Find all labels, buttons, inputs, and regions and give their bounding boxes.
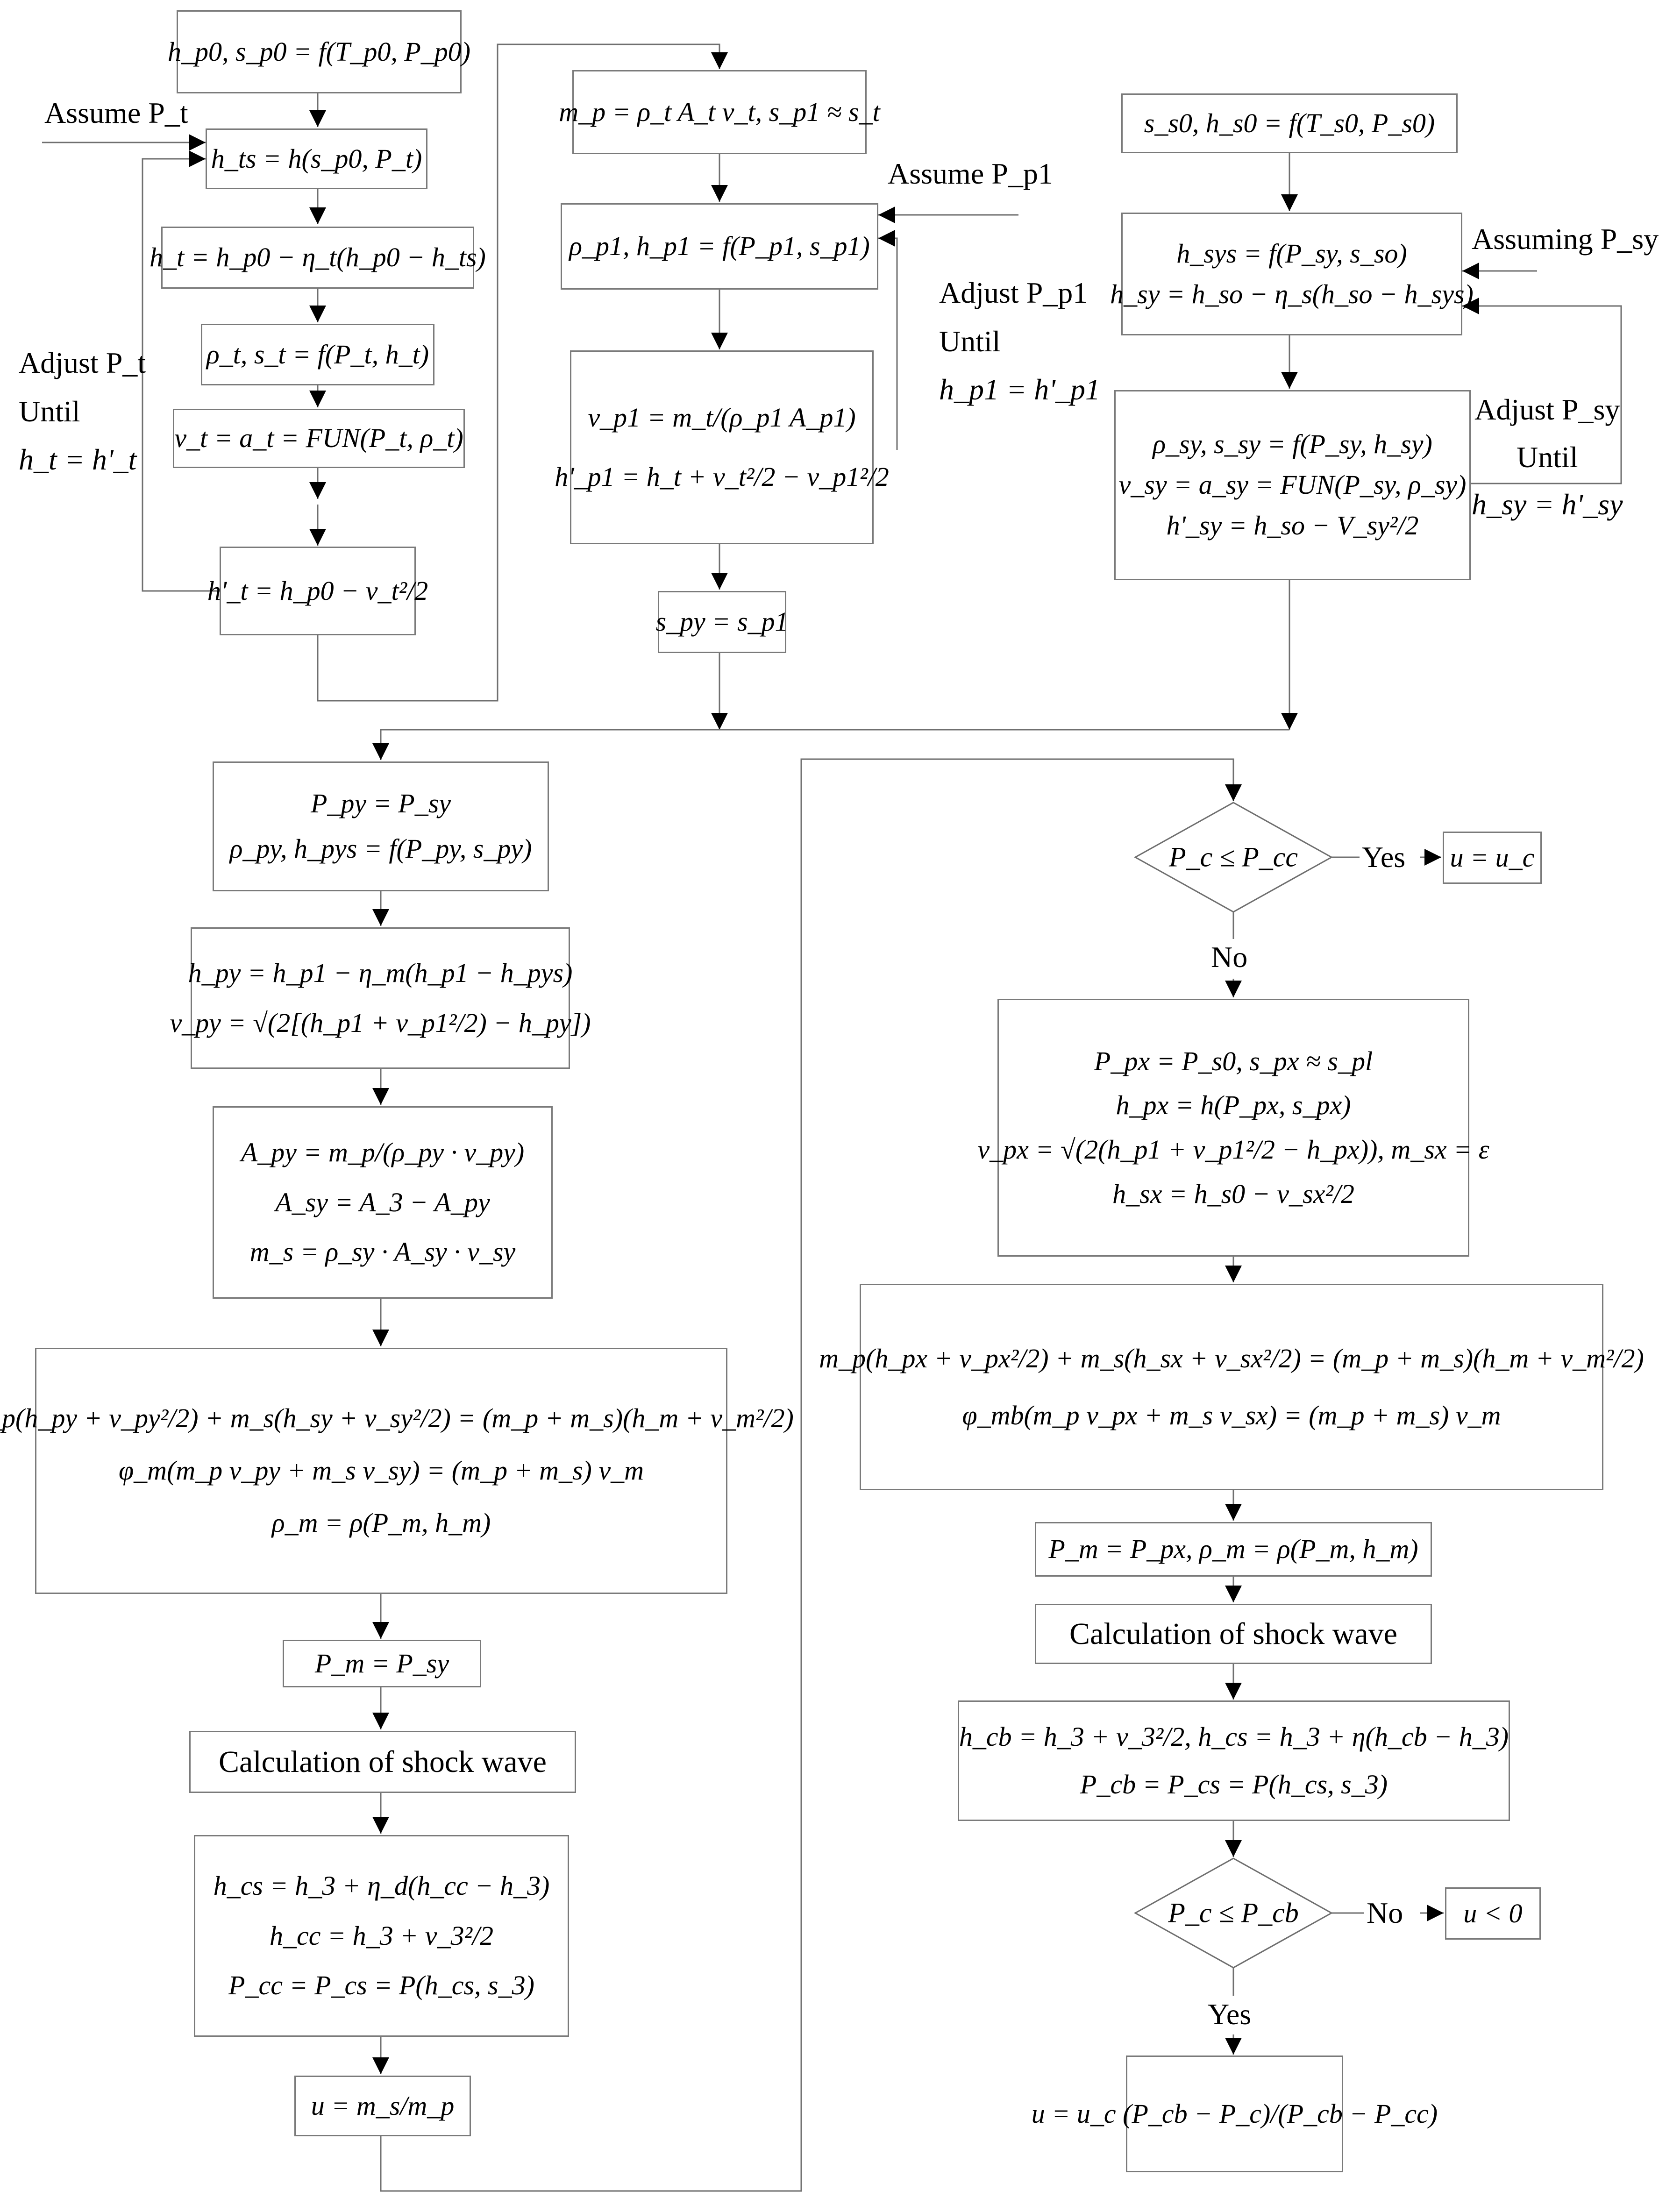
formula-line: s_py = s_p1 [655,606,789,637]
formula-line: h_py = h_p1 − η_m(h_p1 − h_pys) [188,957,573,988]
formula-line: v_sy = a_sy = FUN(P_sy, ρ_sy) [1118,469,1467,500]
label-line: h_t = h'_t [19,443,137,477]
formula-line: ρ_sy, s_sy = f(P_sy, h_sy) [1153,429,1432,460]
adjust-pt-label: Adjust P_t Until h_t = h'_t [19,346,146,477]
formula-line: v_t = a_t = FUN(P_t, ρ_t) [174,423,463,454]
formula-line: ρ_t, s_t = f(P_t, h_t) [206,339,429,370]
formula-line: s_s0, h_s0 = f(T_s0, P_s0) [1144,107,1435,138]
formula-line: Calculation of shock wave [1069,1616,1397,1651]
formula-line: P_m = P_sy [314,1648,449,1679]
formula-line: v_px = √(2(h_p1 + v_p1²/2 − h_px)), m_sx… [977,1134,1489,1165]
off-design-primary-box: P_px = P_s0, s_px ≈ s_pl h_px = h(P_px, … [977,999,1489,1257]
formula-line: P_px = P_s0, s_px ≈ s_pl [1094,1046,1373,1076]
label-line: Until [19,394,80,428]
critical-back-pressure-box: h_cs = h_3 + η_d(h_cc − h_3) h_cc = h_3 … [194,1835,569,2037]
formula-line: m_p = ρ_t A_t v_t, s_p1 ≈ s_t [559,96,880,127]
formula-line: h'_t = h_p0 − v_t²/2 [207,575,428,606]
formula-line: ρ_py, h_pys = f(P_py, s_py) [229,833,532,864]
adjust-pp1-label: Adjust P_p1 Until h_p1 = h'_p1 [939,276,1100,407]
throat-velocity-box: v_t = a_t = FUN(P_t, ρ_t) [173,409,465,468]
back-pressure-box: h_cb = h_3 + v_3²/2, h_cs = h_3 + η(h_cb… [958,1700,1510,1821]
primary-inlet-state-box: h_p0, s_p0 = f(T_p0, P_p0) [168,10,470,93]
label-line: h_sy = h'_sy [1472,488,1623,521]
design-entrainment-box: u = u_c [1443,832,1542,884]
no-label-1: No [1211,940,1248,974]
formula-line: Calculation of shock wave [219,1744,547,1779]
secondary-inlet-state-box: s_s0, h_s0 = f(T_s0, P_s0) [1121,93,1458,153]
formula-line: h_p0, s_p0 = f(T_p0, P_p0) [167,36,471,67]
formula-line: ρ_m = ρ(P_m, h_m) [271,1507,491,1538]
formula-line: u = m_s/m_p [311,2090,455,2121]
formula-line: h_sx = h_s0 − v_sx²/2 [1112,1178,1354,1209]
off-design-mixing-box: m_p(h_px + v_px²/2) + m_s(h_sx + v_sx²/2… [819,1284,1644,1490]
yes-label-2: Yes [1208,1998,1252,2031]
formula-line: u < 0 [1463,1898,1523,1928]
formula-line: h_sy = h_so − η_s(h_so − h_sys) [1110,278,1474,309]
formula-line: u = u_c [1450,842,1535,873]
label-line: Adjust P_p1 [939,276,1088,309]
formula-line: h'_p1 = h_t + v_t²/2 − v_p1²/2 [555,461,889,492]
throat-enthalpy-box: h_t = h_p0 − η_t(h_p0 − h_ts) [150,227,486,289]
mixed-pressure-box: P_m = P_sy [283,1640,481,1687]
formula-line: φ_mb(m_p v_px + m_s v_sx) = (m_p + m_s) … [962,1400,1501,1430]
adjust-psy-label: Adjust P_sy Until h_sy = h'_sy [1472,392,1623,522]
assuming-psy-label: Assuming P_sy [1472,222,1659,256]
label-line: Until [939,324,1001,358]
formula-line: h_cb = h_3 + v_3²/2, h_cs = h_3 + η(h_cb… [959,1721,1509,1752]
no-label-2: No [1367,1896,1403,1929]
formula-line: φ_m(m_p v_py + m_s v_sy) = (m_p + m_s) v… [118,1455,644,1486]
label-line: Until [1516,440,1578,474]
secondary-velocity-box: ρ_sy, s_sy = f(P_sy, h_sy) v_sy = a_sy =… [1114,390,1471,580]
decision-pc-le-pcb: P_c ≤ P_cb [1168,1897,1299,1928]
formula-line: h_t = h_p0 − η_t(h_p0 − h_ts) [150,242,486,273]
negative-entrainment-box: u < 0 [1445,1887,1541,1940]
formula-line: A_sy = A_3 − A_py [275,1187,490,1217]
shock-wave-box-right: Calculation of shock wave [1035,1604,1432,1664]
throat-density-entropy-box: ρ_t, s_t = f(P_t, h_t) [201,324,434,385]
formula-line: P_cc = P_cs = P(h_cs, s_3) [228,1970,534,2001]
throat-enthalpy-check-box: h'_t = h_p0 − v_t²/2 [207,547,428,635]
assume-pp1-label: Assume P_p1 [888,157,1053,190]
formula-line: P_py = P_sy [310,788,451,819]
formula-line: h_cc = h_3 + v_3²/2 [269,1920,493,1951]
nozzle-exit-state-box: ρ_p1, h_p1 = f(P_p1, s_p1) [561,203,878,290]
secondary-enthalpy-box: h_sys = f(P_sy, s_so) h_sy = h_so − η_s(… [1110,213,1474,335]
formula-line: u = u_c (P_cb − P_c)/(P_cb − P_cc) [1031,2098,1438,2129]
formula-line: ρ_p1, h_p1 = f(P_p1, s_p1) [569,231,870,262]
formula-line: m_s = ρ_sy · A_sy · v_sy [249,1237,516,1267]
assume-pt-label: Assume P_t [44,96,188,129]
formula-line: P_cb = P_cs = P(h_cs, s_3) [1080,1769,1388,1799]
formula-line: A_py = m_p/(ρ_py · v_py) [241,1137,525,1167]
decision-pc-le-pcc: P_c ≤ P_cc [1168,841,1298,873]
formula-line: m_p(h_py + v_py²/2) + m_s(h_sy + v_sy²/2… [0,1403,794,1434]
formula-line: h_sys = f(P_sy, s_so) [1176,238,1407,269]
formula-line: v_p1 = m_t/(ρ_p1 A_p1) [588,402,856,433]
shock-wave-box-left: Calculation of shock wave [189,1731,576,1793]
formula-line: h'_sy = h_so − V_sy²/2 [1166,510,1419,541]
formula-line: v_py = √(2[(h_p1 + v_p1²/2) − h_py]) [170,1007,591,1038]
label-line: Adjust P_t [19,346,146,379]
formula-line: h_px = h(P_px, s_px) [1116,1090,1351,1121]
formula-line: h_cs = h_3 + η_d(h_cc − h_3) [213,1870,550,1901]
mixing-pressure-box: P_py = P_sy ρ_py, h_pys = f(P_py, s_py) [213,761,549,891]
primary-mass-flow-box: m_p = ρ_t A_t v_t, s_p1 ≈ s_t [559,70,880,154]
mixing-energy-momentum-box: m_p(h_py + v_py²/2) + m_s(h_sy + v_sy²/2… [0,1348,794,1594]
primary-entropy-box: s_py = s_p1 [655,591,789,653]
primary-mixing-velocity-box: h_py = h_p1 − η_m(h_p1 − h_pys) v_py = √… [170,927,591,1069]
label-line: h_p1 = h'_p1 [939,373,1100,406]
entrainment-ratio-box: u = m_s/m_p [294,2076,471,2136]
yes-label-1: Yes [1362,840,1406,874]
formula-line: h_ts = h(s_p0, P_t) [211,143,422,174]
formula-line: P_m = P_px, ρ_m = ρ(P_m, h_m) [1048,1534,1418,1565]
off-design-mixed-pressure-box: P_m = P_px, ρ_m = ρ(P_m, h_m) [1035,1522,1432,1577]
label-line: Adjust P_sy [1474,393,1620,426]
formula-line: m_p(h_px + v_px²/2) + m_s(h_sx + v_sx²/2… [819,1343,1644,1373]
isentropic-enthalpy-box: h_ts = h(s_p0, P_t) [206,128,427,189]
interpolated-entrainment-box: u = u_c (P_cb − P_c)/(P_cb − P_cc) [1032,2056,1438,2172]
area-and-secondary-flow-box: A_py = m_p/(ρ_py · v_py) A_sy = A_3 − A_… [213,1106,553,1299]
nozzle-exit-velocity-box: v_p1 = m_t/(ρ_p1 A_p1) h'_p1 = h_t + v_t… [555,350,889,544]
